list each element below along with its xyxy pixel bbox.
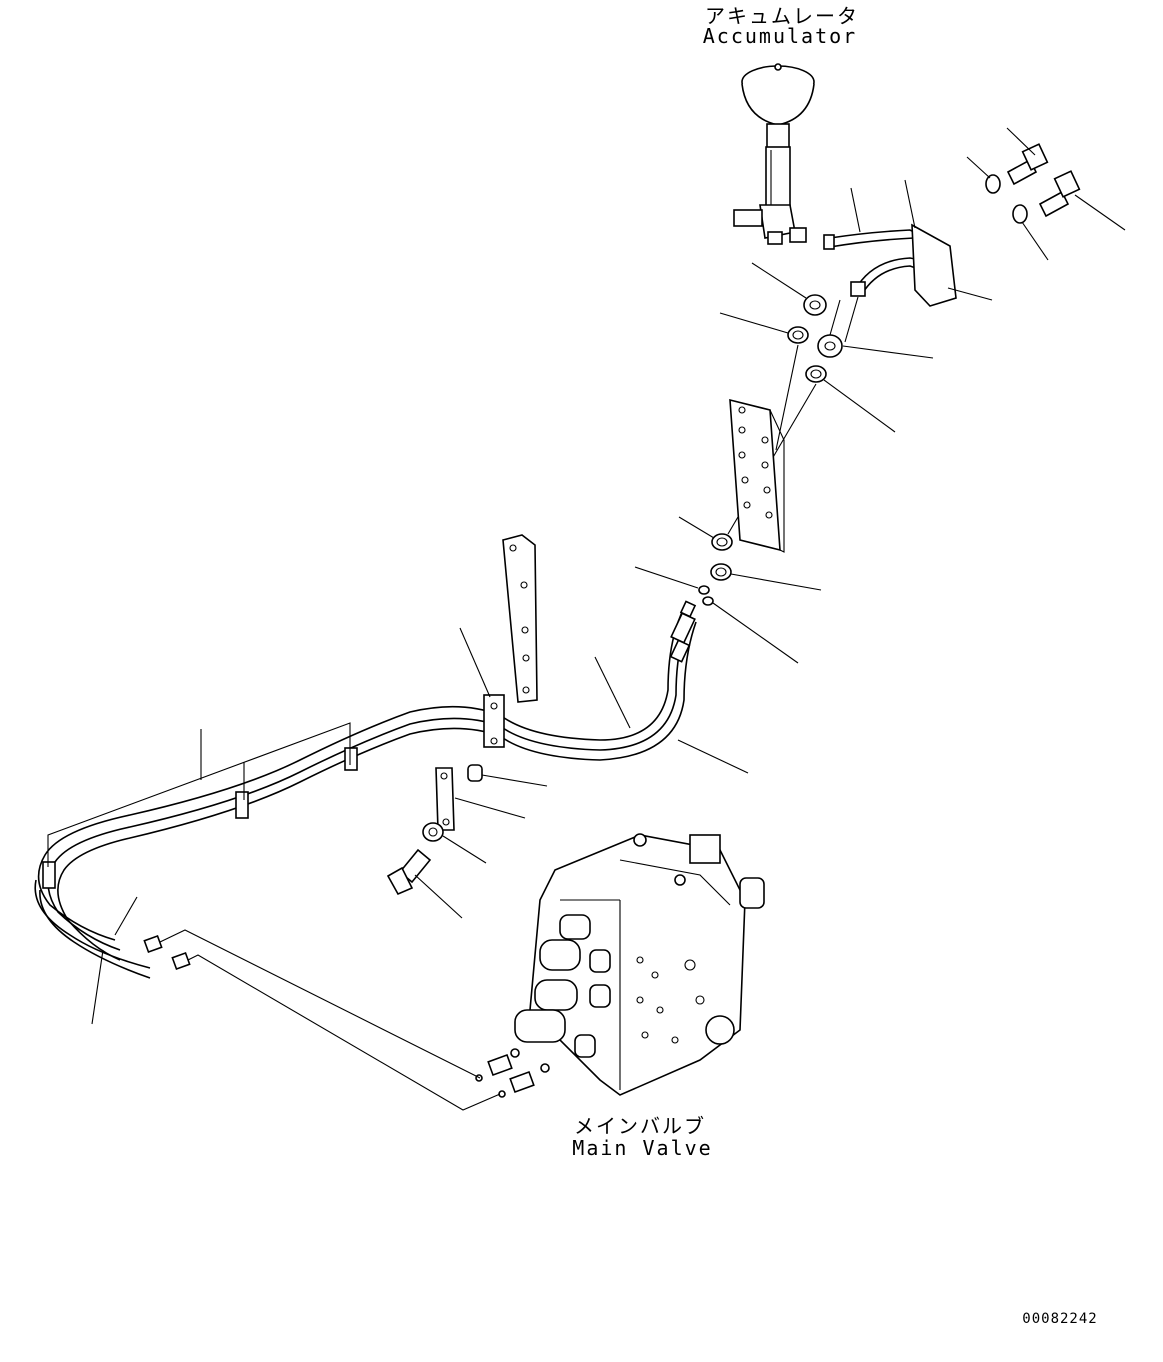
document-number: 00082242	[1022, 1311, 1098, 1327]
main-valve-label-en: Main Valve	[572, 1136, 713, 1160]
bolt-set-upper	[985, 143, 1081, 224]
accumulator-hose	[823, 223, 957, 307]
fittings-column	[698, 294, 859, 606]
main-valve-label-jp: メインバルブ	[574, 1114, 706, 1138]
bracket-plate-right	[729, 398, 785, 553]
hose-clamps	[42, 694, 505, 889]
accumulator-label-jp: アキュムレータ	[705, 4, 859, 28]
bracket-plate-center	[502, 534, 538, 703]
valve-fittings	[475, 1048, 550, 1098]
accumulator-label-en: Accumulator	[702, 24, 858, 48]
group-bracket	[47, 722, 351, 867]
accumulator	[733, 63, 815, 245]
clamp-bolt-set	[386, 764, 483, 896]
leader-lines	[91, 127, 1126, 1025]
main-valve	[514, 833, 765, 1096]
routing-lines	[159, 929, 501, 1111]
